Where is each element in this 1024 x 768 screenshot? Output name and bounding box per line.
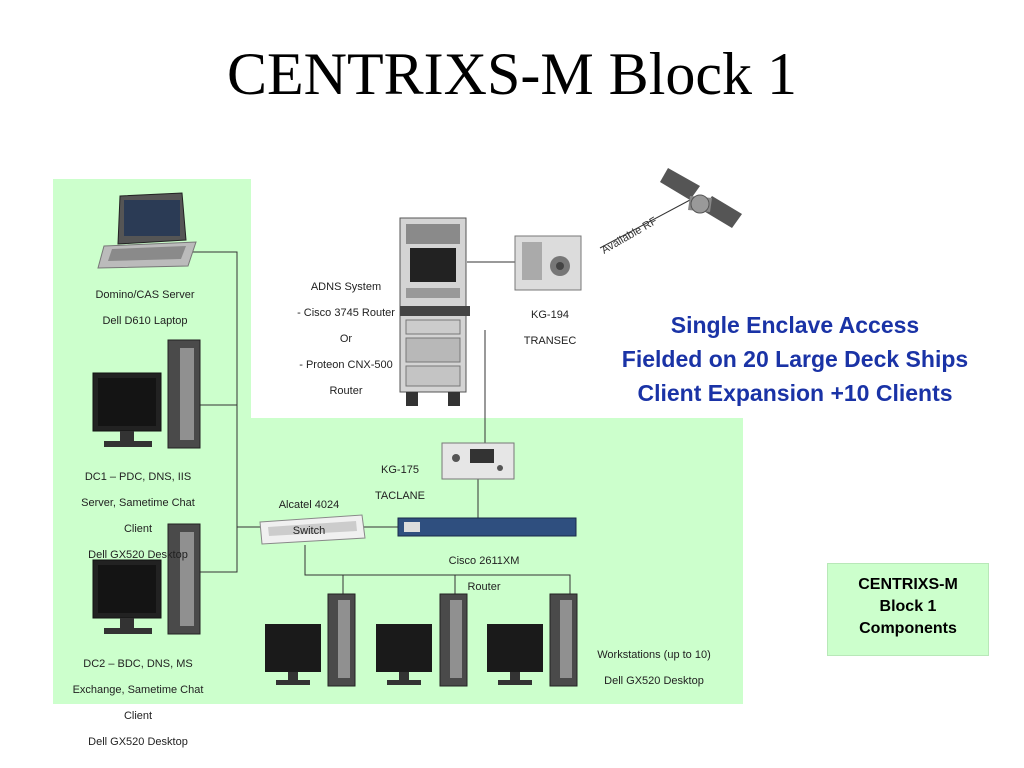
connector-laptop [185, 251, 238, 573]
cisco-2611-label: Cisco 2611XM Router [448, 555, 520, 593]
dc1-desktop-icon [92, 339, 201, 449]
adns-label: ADNS System - Cisco 3745 Router Or - Pro… [297, 281, 395, 397]
info-text-block: Single Enclave Access Fielded on 20 Larg… [570, 308, 1020, 410]
kg175-label: KG-175 TACLANE [375, 464, 425, 502]
dc2-label: DC2 – BDC, DNS, MS Exchange, Sametime Ch… [72, 658, 204, 748]
laptop-icon [97, 192, 197, 269]
adns-rack-icon [399, 217, 470, 406]
components-box: CENTRIXS-M Block 1 Components [827, 563, 989, 656]
components-box-line-1: CENTRIXS-M [858, 576, 958, 593]
connector-rf [599, 199, 691, 249]
workstations-label: Workstations (up to 10) Dell GX520 Deskt… [597, 649, 711, 687]
dc1-label: DC1 – PDC, DNS, IIS Server, Sametime Cha… [81, 471, 195, 561]
components-box-line-3: Components [859, 620, 957, 637]
workstation-1-icon [265, 593, 356, 687]
workstation-3-icon [487, 593, 578, 687]
components-box-line-2: Block 1 [879, 598, 937, 615]
info-line-3: Client Expansion +10 Clients [637, 380, 953, 406]
info-line-1: Single Enclave Access [670, 312, 920, 338]
satellite-icon [660, 168, 742, 228]
info-line-2: Fielded on 20 Large Deck Ships [621, 346, 969, 372]
slide-title: CENTRIXS-M Block 1 [227, 41, 797, 107]
available-rf-label: Available RF [600, 215, 660, 257]
workstation-2-icon [376, 593, 468, 687]
kg175-taclane-icon [441, 442, 515, 480]
connector-workstation-bus [304, 545, 571, 598]
alcatel-label: Alcatel 4024 Switch [278, 499, 340, 537]
kg194-label: KG-194 TRANSEC [523, 309, 577, 347]
domino-label: Domino/CAS Server Dell D610 Laptop [95, 289, 195, 327]
connector-lines [185, 199, 691, 598]
kg194-device-icon [514, 235, 582, 291]
dc2-desktop-icon [92, 523, 201, 635]
alcatel-switch-icon [259, 514, 366, 545]
cisco-2611-router-icon [397, 517, 577, 537]
